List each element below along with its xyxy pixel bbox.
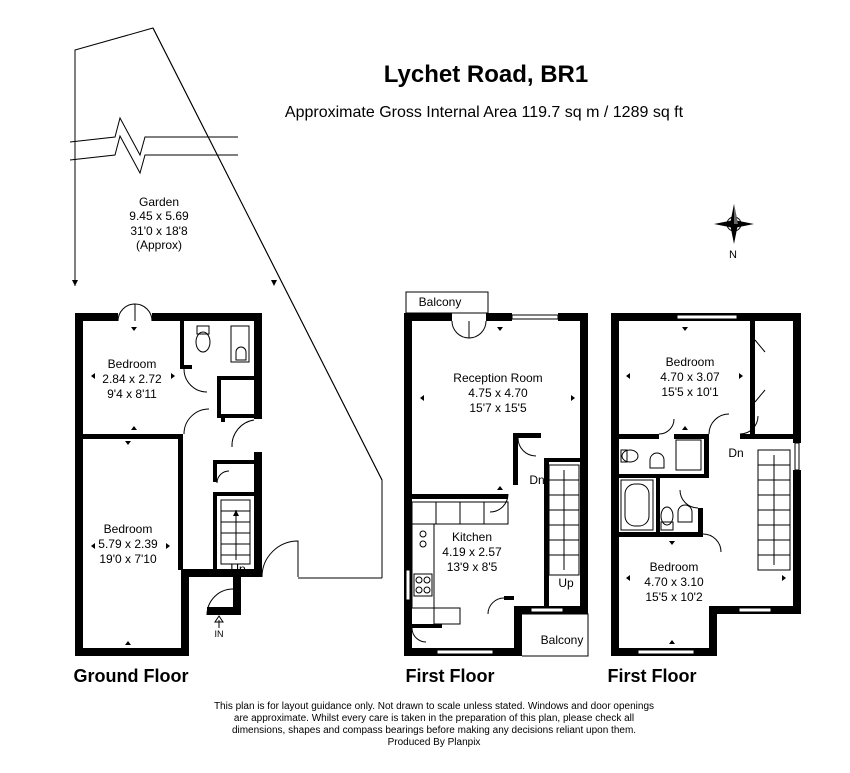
ff-a-kitchen-metric: 4.19 x 2.57	[442, 545, 502, 559]
ff-a-kitchen-name: Kitchen	[452, 530, 492, 544]
ff-b-bedroom-bottom-imperial: 15'5 x 10'2	[645, 590, 703, 604]
ff-a-reception-imperial: 15'7 x 15'5	[469, 401, 527, 415]
ff-a-stairs-down: Dn	[529, 473, 544, 487]
ff-a-kitchen-imperial: 13'9 x 8'5	[447, 560, 498, 574]
compass-icon	[714, 204, 754, 244]
ff-a-balcony-bottom: Balcony	[541, 633, 584, 647]
disclaimer-line-3: dimensions, shapes and compass bearings …	[232, 725, 636, 736]
ff-b-bedroom-bottom-name: Bedroom	[650, 560, 699, 574]
first-floor-b-title: First Floor	[608, 666, 697, 686]
producer-credit: Produced By Planpix	[388, 737, 481, 748]
ground-bedroom-top-imperial: 9'4 x 8'11	[107, 387, 157, 401]
first-floor-a-plan	[404, 291, 589, 657]
ff-a-reception-name: Reception Room	[453, 371, 542, 385]
ff-a-balcony-top: Balcony	[419, 295, 462, 309]
disclaimer-line-1: This plan is for layout guidance only. N…	[214, 701, 654, 712]
ff-a-stairs-up: Up	[558, 576, 574, 590]
ground-bedroom-bottom-imperial: 19'0 x 7'10	[99, 552, 157, 566]
ground-bedroom-bottom-name: Bedroom	[104, 522, 153, 536]
disclaimer-line-2: are approximate. Whilst every care is ta…	[234, 713, 634, 724]
plan-title: Lychet Road, BR1	[384, 61, 588, 88]
ground-floor-title: Ground Floor	[74, 666, 189, 686]
ground-stairs-up-label: Up	[230, 562, 246, 576]
ground-bedroom-top-metric: 2.84 x 2.72	[102, 372, 162, 386]
garden-outline	[69, 27, 383, 579]
ff-b-stairs-down: Dn	[728, 446, 743, 460]
garden-imperial: 31'0 x 18'8	[130, 224, 188, 238]
ff-b-bedroom-top-imperial: 15'5 x 10'1	[661, 385, 719, 399]
first-floor-b-plan	[611, 313, 801, 656]
ground-entrance-label: IN	[215, 629, 224, 639]
plan-subtitle: Approximate Gross Internal Area 119.7 sq…	[285, 104, 684, 121]
garden-note: (Approx)	[136, 238, 182, 252]
garden-metric: 9.45 x 5.69	[129, 209, 189, 223]
compass-north-label: N	[729, 249, 737, 261]
ff-b-bedroom-bottom-metric: 4.70 x 3.10	[644, 575, 704, 589]
ground-bedroom-bottom-metric: 5.79 x 2.39	[98, 537, 158, 551]
ground-floor-plan	[75, 303, 299, 656]
ff-b-bedroom-top-name: Bedroom	[666, 355, 715, 369]
ground-bedroom-top-name: Bedroom	[108, 357, 157, 371]
ff-b-bedroom-top-metric: 4.70 x 3.07	[660, 370, 720, 384]
ff-a-reception-metric: 4.75 x 4.70	[468, 386, 528, 400]
garden-name: Garden	[139, 195, 179, 209]
first-floor-a-title: First Floor	[406, 666, 495, 686]
